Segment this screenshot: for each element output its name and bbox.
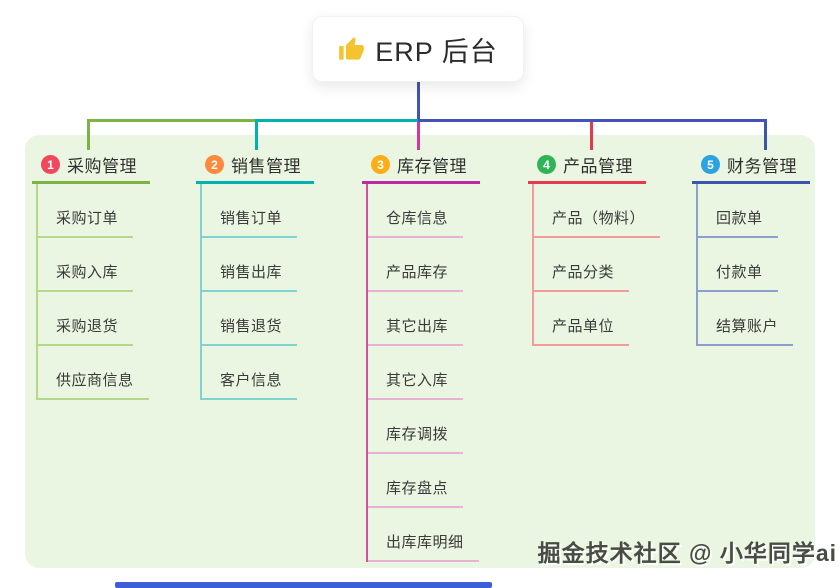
child-item: 采购入库 bbox=[38, 238, 134, 292]
watermark-text: 掘金技术社区 @ 小华同学ai bbox=[537, 540, 837, 566]
child-item: 回款单 bbox=[698, 184, 778, 238]
child-item: 供应商信息 bbox=[38, 346, 149, 400]
branch-number-badge: 3 bbox=[371, 155, 390, 174]
child-item-label: 付款单 bbox=[716, 264, 763, 281]
child-item-label: 客户信息 bbox=[220, 372, 283, 389]
branch-column: 1 采购管理采购订单采购入库采购退货供应商信息 bbox=[32, 150, 150, 400]
child-item: 销售出库 bbox=[202, 238, 298, 292]
connector-drop bbox=[764, 122, 767, 150]
branch-column: 3 库存管理仓库信息产品库存其它出库其它入库库存调拨库存盘点出库库明细 bbox=[362, 150, 480, 562]
child-item: 采购退货 bbox=[38, 292, 134, 346]
child-item-label: 其它入库 bbox=[386, 372, 449, 389]
child-item: 客户信息 bbox=[202, 346, 298, 400]
branch-number-badge: 4 bbox=[537, 155, 556, 174]
child-item-label: 销售订单 bbox=[220, 210, 283, 227]
branch-column: 4 产品管理产品（物料） 产品分类产品单位 bbox=[528, 150, 661, 346]
branch-label: 库存管理 bbox=[397, 157, 467, 176]
branch-number-badge: 2 bbox=[205, 155, 224, 174]
branch-children: 回款单付款单结算账户 bbox=[696, 184, 810, 346]
child-item-label: 产品分类 bbox=[552, 264, 615, 281]
branch-header: 3 库存管理 bbox=[362, 150, 480, 179]
child-item-label: 回款单 bbox=[716, 210, 763, 227]
child-item-label: 仓库信息 bbox=[386, 210, 449, 227]
child-item: 库存盘点 bbox=[368, 454, 464, 508]
child-item: 销售订单 bbox=[202, 184, 298, 238]
thumbs-up-icon bbox=[339, 36, 365, 60]
branch-children: 产品（物料） 产品分类产品单位 bbox=[532, 184, 661, 346]
child-item: 其它出库 bbox=[368, 292, 464, 346]
child-item-label: 采购退货 bbox=[56, 318, 119, 335]
child-item: 仓库信息 bbox=[368, 184, 464, 238]
branch-header-underline bbox=[528, 181, 646, 184]
child-item-label: 销售退货 bbox=[220, 318, 283, 335]
branch-number-badge: 5 bbox=[701, 155, 720, 174]
child-item: 产品单位 bbox=[534, 292, 630, 346]
child-item-label: 产品（物料） bbox=[552, 210, 646, 227]
branch-header-underline bbox=[692, 181, 810, 184]
child-item: 付款单 bbox=[698, 238, 778, 292]
child-item-label: 产品单位 bbox=[552, 318, 615, 335]
branch-header-underline bbox=[362, 181, 480, 184]
child-item-label: 结算账户 bbox=[716, 318, 779, 335]
branch-children: 仓库信息产品库存其它出库其它入库库存调拨库存盘点出库库明细 bbox=[366, 184, 480, 562]
root-node: ERP 后台 bbox=[312, 16, 524, 82]
connector-bus-right bbox=[418, 119, 767, 122]
child-item-label: 出库库明细 bbox=[386, 534, 464, 551]
connector-bus-left bbox=[87, 119, 255, 122]
child-item: 其它入库 bbox=[368, 346, 464, 400]
branch-header: 4 产品管理 bbox=[528, 150, 660, 179]
connector-bus-middle bbox=[255, 119, 418, 122]
child-item: 出库库明细 bbox=[368, 508, 479, 562]
branch-header: 1 采购管理 bbox=[32, 150, 150, 179]
child-item: 结算账户 bbox=[698, 292, 794, 346]
child-item-label: 库存盘点 bbox=[386, 480, 449, 497]
child-item-label: 库存调拨 bbox=[386, 426, 449, 443]
child-item-label: 销售出库 bbox=[220, 264, 283, 281]
connector-root-line bbox=[417, 82, 420, 122]
child-item-label: 供应商信息 bbox=[56, 372, 134, 389]
branch-label: 产品管理 bbox=[563, 157, 633, 176]
connector-drop bbox=[590, 122, 593, 150]
branch-children: 销售订单销售出库销售退货客户信息 bbox=[200, 184, 314, 400]
branch-header-underline bbox=[196, 181, 314, 184]
child-item-label: 采购订单 bbox=[56, 210, 119, 227]
branch-label: 财务管理 bbox=[727, 157, 797, 176]
child-item-label: 产品库存 bbox=[386, 264, 449, 281]
branch-label: 采购管理 bbox=[67, 157, 137, 176]
connector-drop bbox=[255, 122, 258, 150]
branch-number-badge: 1 bbox=[41, 155, 60, 174]
branch-label: 销售管理 bbox=[231, 157, 301, 176]
child-item: 产品库存 bbox=[368, 238, 464, 292]
branch-header: 5 财务管理 bbox=[692, 150, 810, 179]
child-item: 产品分类 bbox=[534, 238, 630, 292]
root-title: ERP 后台 bbox=[375, 36, 498, 67]
branch-header: 2 销售管理 bbox=[196, 150, 314, 179]
mindmap-background-panel bbox=[25, 135, 815, 568]
branch-column: 2 销售管理销售订单销售出库销售退货客户信息 bbox=[196, 150, 314, 400]
child-item-label: 采购入库 bbox=[56, 264, 119, 281]
child-item: 库存调拨 bbox=[368, 400, 464, 454]
branch-header-underline bbox=[32, 181, 150, 184]
bottom-accent-bar bbox=[115, 582, 492, 588]
child-item-label: 其它出库 bbox=[386, 318, 449, 335]
child-item: 销售退货 bbox=[202, 292, 298, 346]
child-item: 产品（物料） bbox=[534, 184, 661, 238]
connector-drop bbox=[417, 122, 420, 150]
connector-drop bbox=[87, 122, 90, 150]
child-item: 采购订单 bbox=[38, 184, 134, 238]
branch-children: 采购订单采购入库采购退货供应商信息 bbox=[36, 184, 150, 400]
branch-column: 5 财务管理回款单付款单结算账户 bbox=[692, 150, 810, 346]
